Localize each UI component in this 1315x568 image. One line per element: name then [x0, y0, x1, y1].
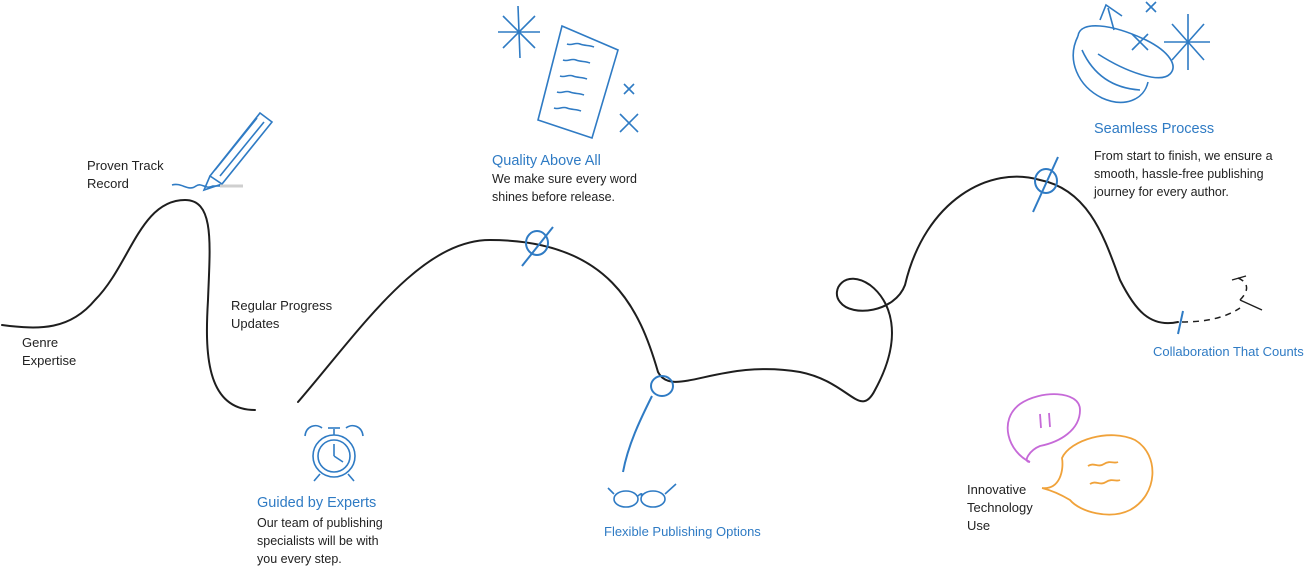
- title-seamless-process: Seamless Process: [1094, 121, 1215, 137]
- desc-guided-by-experts: Our team of publishing specialists will …: [257, 516, 383, 566]
- dashed-tail: [1181, 277, 1248, 323]
- glasses-icon: [607, 483, 677, 508]
- speech-bubbles-icon: [1006, 393, 1154, 516]
- desc-seamless-process: From start to finish, we ensure a smooth…: [1094, 149, 1273, 199]
- cup-sparkle-icon: [1072, 1, 1210, 104]
- title-collaboration: Collaboration That Counts: [1153, 344, 1304, 359]
- label-innovative-technology: Innovative Technology Use: [967, 482, 1033, 533]
- node-flexible: [622, 375, 674, 473]
- title-guided-by-experts: Guided by Experts: [257, 495, 377, 511]
- alarm-clock-icon: [304, 424, 364, 482]
- node-collaboration: [1177, 310, 1184, 335]
- label-proven-track-record: Proven Track Record: [87, 158, 164, 191]
- node-seamless: [1032, 156, 1059, 213]
- label-regular-progress: Regular Progress Updates: [231, 298, 333, 331]
- label-genre-expertise: Genre Expertise: [22, 335, 77, 368]
- title-flexible-publishing: Flexible Publishing Options: [604, 524, 761, 539]
- document-sparkle-icon: [498, 5, 639, 140]
- title-quality-above-all: Quality Above All: [492, 153, 601, 169]
- node-quality: [521, 226, 554, 267]
- paper-plane-icon: [1231, 275, 1263, 311]
- journey-path: [1, 175, 1179, 411]
- pencil-icon: [171, 111, 274, 192]
- desc-quality-above-all: We make sure every word shines before re…: [492, 172, 637, 204]
